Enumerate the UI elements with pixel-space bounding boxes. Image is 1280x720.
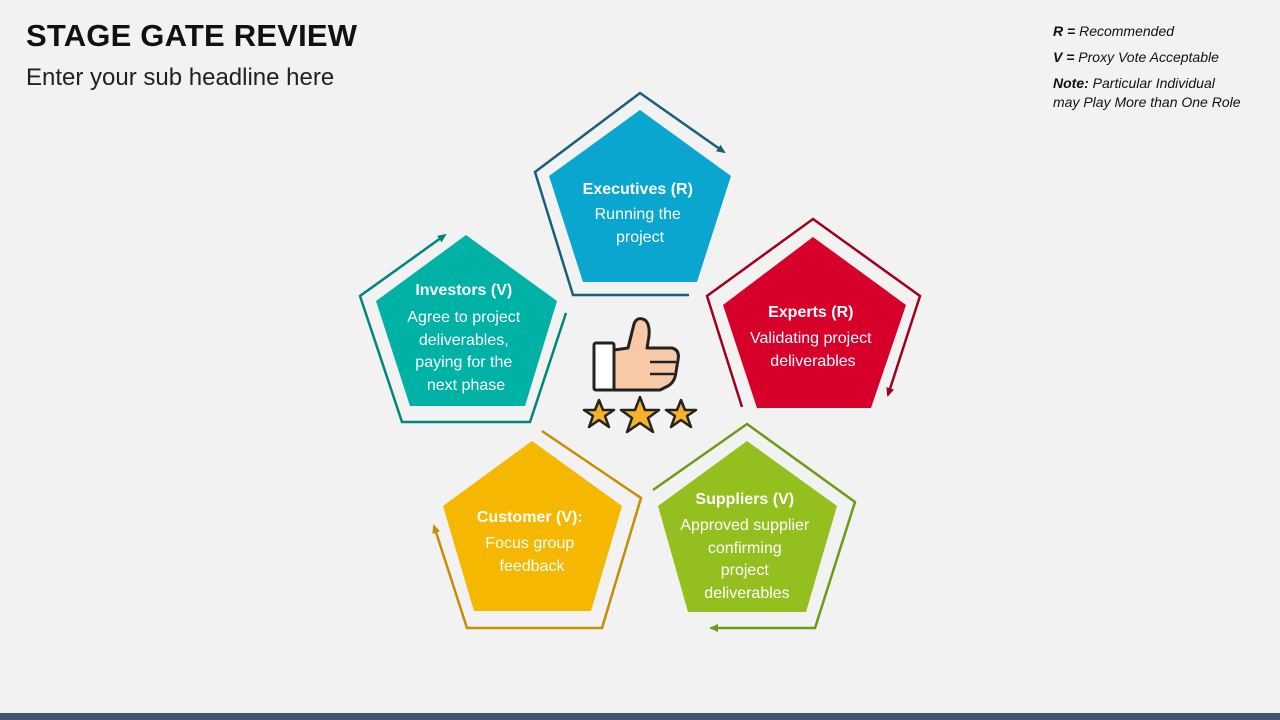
experts-title: Experts (R) xyxy=(768,304,853,321)
star-icon xyxy=(582,398,616,429)
legend-recommended: R = Recommended xyxy=(1053,22,1273,41)
thumbs-up-icon xyxy=(592,317,680,392)
experts-pentagon xyxy=(723,237,906,408)
stage-executives: Executives (R) Running the project xyxy=(533,91,731,297)
page-title: STAGE GATE REVIEW xyxy=(26,18,358,53)
suppliers-pentagon xyxy=(658,441,837,612)
legend-r-key: R = xyxy=(1053,23,1076,39)
svg-text:Experts (R) Validating p: Experts (R) Validating project deliverab… xyxy=(750,304,876,370)
star-icon xyxy=(619,395,661,434)
experts-arrow xyxy=(705,217,922,408)
suppliers-arrow xyxy=(652,422,857,632)
stage-customer: Customer (V): Focus group feedback xyxy=(432,429,643,630)
investors-line: Agree to project xyxy=(407,309,521,326)
svg-text:Customer (V): Focus grou: Customer (V): Focus group feedback xyxy=(477,509,587,575)
suppliers-line: deliverables xyxy=(704,585,789,602)
legend-r-value: Recommended xyxy=(1079,23,1175,39)
customer-line: feedback xyxy=(500,558,566,575)
stage-experts: Experts (R) Validating project deliverab… xyxy=(705,217,922,408)
legend-v-value: Proxy Vote Acceptable xyxy=(1078,49,1219,65)
customer-pentagon xyxy=(443,441,622,611)
investors-pentagon xyxy=(376,235,557,406)
legend-note-key: Note: xyxy=(1053,75,1089,91)
customer-title: Customer (V): xyxy=(477,509,583,526)
svg-text:Suppliers (V) Approved s: Suppliers (V) Approved supplier confirmi… xyxy=(680,491,813,602)
legend: R = Recommended V = Proxy Vote Acceptabl… xyxy=(1053,22,1273,119)
executives-title: Executives (R) xyxy=(583,181,693,198)
investors-line: paying for the xyxy=(415,354,512,371)
executives-pentagon xyxy=(549,110,731,282)
legend-note: Note: Particular Individual may Play Mor… xyxy=(1053,74,1273,112)
suppliers-line: project xyxy=(721,562,770,579)
investors-title: Investors (V) xyxy=(415,282,512,299)
executives-line: project xyxy=(616,229,665,246)
legend-note-line2: may Play More than One Role xyxy=(1053,94,1241,110)
executives-arrow xyxy=(533,91,726,297)
footer-bar xyxy=(0,713,1280,720)
investors-arrow xyxy=(358,233,568,424)
experts-line: deliverables xyxy=(770,353,855,370)
page-subtitle: Enter your sub headline here xyxy=(26,64,335,91)
investors-line: next phase xyxy=(427,377,505,394)
legend-v-key: V = xyxy=(1053,49,1075,65)
customer-arrow xyxy=(432,429,643,630)
legend-note-line1: Particular Individual xyxy=(1092,75,1215,91)
suppliers-line: confirming xyxy=(708,540,782,557)
stage-investors: Investors (V) Agree to project deliverab… xyxy=(358,233,568,424)
customer-line: Focus group xyxy=(485,535,574,552)
legend-proxy-vote: V = Proxy Vote Acceptable xyxy=(1053,48,1273,67)
executives-line: Running the xyxy=(595,206,681,223)
stage-suppliers: Suppliers (V) Approved supplier confirmi… xyxy=(652,422,857,632)
suppliers-line: Approved supplier xyxy=(680,517,810,534)
suppliers-title: Suppliers (V) xyxy=(695,491,794,508)
svg-text:Executives (R) Running t: Executives (R) Running the project xyxy=(583,181,698,246)
experts-line: Validating project xyxy=(750,330,872,347)
investors-line: deliverables, xyxy=(419,332,509,349)
star-icon xyxy=(664,398,698,429)
svg-text:Investors (V) Agree to p: Investors (V) Agree to project deliverab… xyxy=(407,282,524,394)
